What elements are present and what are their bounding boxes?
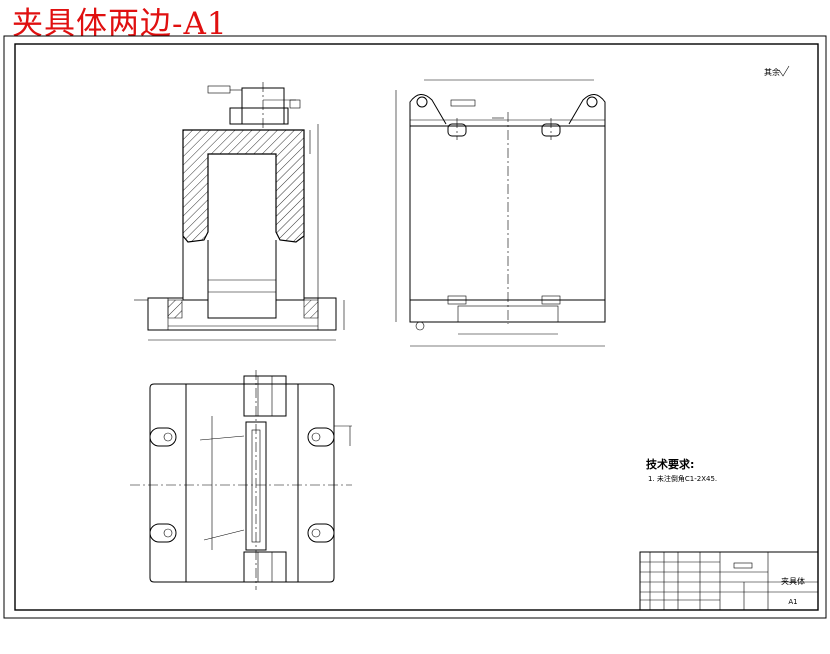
inner-frame (14, 43, 819, 611)
roughness-note: 其余 (764, 67, 780, 77)
tech-req-heading: 技术要求: (646, 457, 694, 471)
outer-frame (3, 35, 827, 619)
roughness-symbol (778, 65, 790, 77)
title-part-name: 夹具体 (781, 576, 805, 586)
title-block (639, 551, 819, 611)
side-view (395, 79, 606, 347)
front-section-view (134, 82, 345, 341)
tech-req-item: 1. 未注倒角C1-2X45. (648, 474, 717, 483)
plan-view (130, 370, 352, 590)
title-sheet-size: A1 (788, 598, 797, 606)
